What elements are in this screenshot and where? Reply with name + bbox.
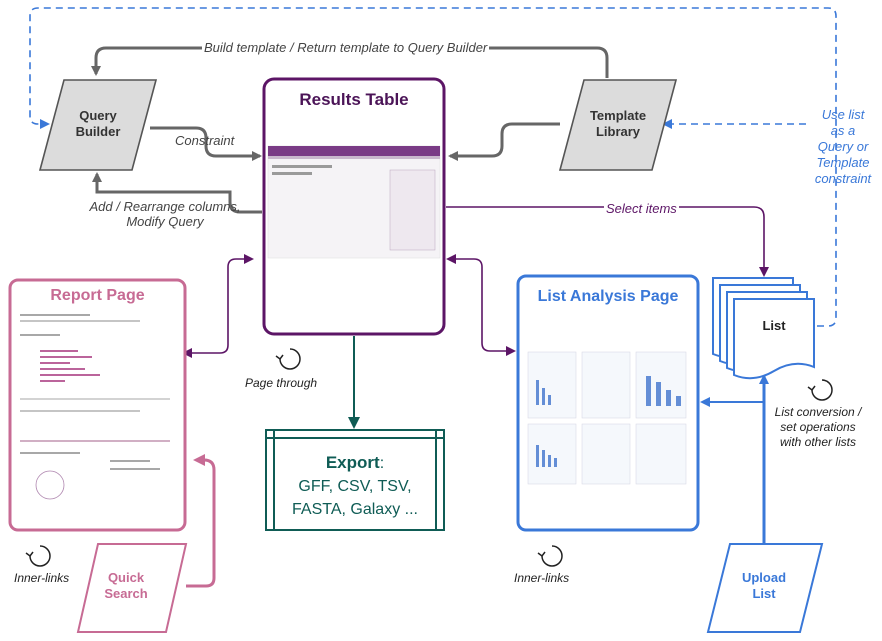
use-list-dashed-connector bbox=[29, 7, 837, 327]
template-to-results-connector bbox=[448, 122, 560, 161]
use-list-line1: Use list bbox=[821, 107, 865, 122]
add-rearrange-label: Add / Rearrange columns, Modify Query bbox=[80, 199, 250, 229]
quick-search-node[interactable] bbox=[76, 543, 188, 633]
page-through-cycle-icon bbox=[275, 348, 301, 370]
select-items-connector bbox=[446, 206, 769, 277]
list-conversion-cycle-icon bbox=[807, 379, 833, 401]
list-analysis-page-title: List Analysis Page bbox=[537, 288, 679, 305]
report-page-title: Report Page bbox=[50, 287, 145, 304]
list-conversion-line3: with other lists bbox=[779, 435, 857, 449]
use-list-label: Use list as a Query or Template constrai… bbox=[806, 107, 880, 187]
inner-links-report-cycle-icon bbox=[25, 545, 51, 567]
add-rearrange-line1: Add / Rearrange columns, bbox=[89, 199, 241, 214]
select-items-label: Select items bbox=[604, 201, 679, 216]
constraint-connector bbox=[150, 126, 262, 161]
inner-links-list-label: Inner-links bbox=[514, 571, 570, 585]
constraint-label: Constraint bbox=[175, 133, 235, 148]
query-builder-label: Query Builder bbox=[58, 108, 138, 140]
export-colon: : bbox=[379, 455, 385, 472]
results-table-node[interactable] bbox=[262, 77, 446, 336]
template-library-node[interactable] bbox=[558, 79, 678, 171]
build-template-label: Build template / Return template to Quer… bbox=[202, 40, 490, 55]
upload-list-label: Upload List bbox=[722, 570, 806, 602]
upload-list-line2: List bbox=[752, 586, 776, 601]
report-page-thumbnail bbox=[20, 314, 170, 500]
list-node[interactable] bbox=[712, 277, 815, 380]
quick-search-connector bbox=[186, 454, 216, 588]
report-page-node[interactable] bbox=[8, 278, 187, 532]
use-list-line2: as a bbox=[830, 123, 856, 138]
query-builder-line2: Builder bbox=[75, 124, 121, 139]
list-label: List bbox=[762, 318, 786, 333]
list-conversion-label: List conversion / set operations with ot… bbox=[766, 405, 870, 450]
results-report-connector bbox=[182, 254, 254, 358]
use-list-line4: Template bbox=[816, 155, 870, 170]
use-list-line3: Query or bbox=[817, 139, 869, 154]
quick-search-line2: Search bbox=[104, 586, 148, 601]
export-title: Export bbox=[325, 453, 380, 472]
query-builder-line1: Query bbox=[79, 108, 117, 123]
list-analysis-page-node[interactable] bbox=[516, 274, 700, 532]
query-builder-node[interactable] bbox=[38, 79, 158, 171]
add-rearrange-line2: Modify Query bbox=[126, 214, 204, 229]
add-rearrange-connector bbox=[92, 172, 262, 214]
template-library-line1: Template bbox=[589, 108, 647, 123]
quick-search-label: Quick Search bbox=[86, 570, 166, 602]
export-title-line: Export: bbox=[274, 451, 436, 475]
inner-links-list-cycle-icon bbox=[537, 545, 563, 567]
page-through-label: Page through bbox=[245, 376, 318, 390]
results-table-title: Results Table bbox=[299, 90, 409, 109]
template-library-label: Template Library bbox=[578, 108, 658, 140]
template-library-line2: Library bbox=[595, 124, 641, 139]
use-list-line5: constraint bbox=[814, 171, 872, 186]
list-conversion-line1: List conversion / bbox=[774, 405, 862, 419]
export-formats-line1: GFF, CSV, TSV, bbox=[298, 478, 412, 495]
export-node[interactable] bbox=[265, 429, 445, 531]
inner-links-report-label: Inner-links bbox=[14, 571, 70, 585]
export-label: Export: GFF, CSV, TSV, FASTA, Galaxy ... bbox=[274, 451, 436, 521]
export-formats-line2: FASTA, Galaxy ... bbox=[292, 501, 418, 518]
quick-search-line1: Quick bbox=[107, 570, 145, 585]
upload-list-line1: Upload bbox=[741, 570, 787, 585]
list-analysis-thumbnail bbox=[527, 351, 687, 485]
results-list-analysis-connector bbox=[446, 254, 516, 356]
list-conversion-line2: set operations bbox=[780, 420, 856, 434]
upload-list-node[interactable] bbox=[706, 543, 824, 633]
